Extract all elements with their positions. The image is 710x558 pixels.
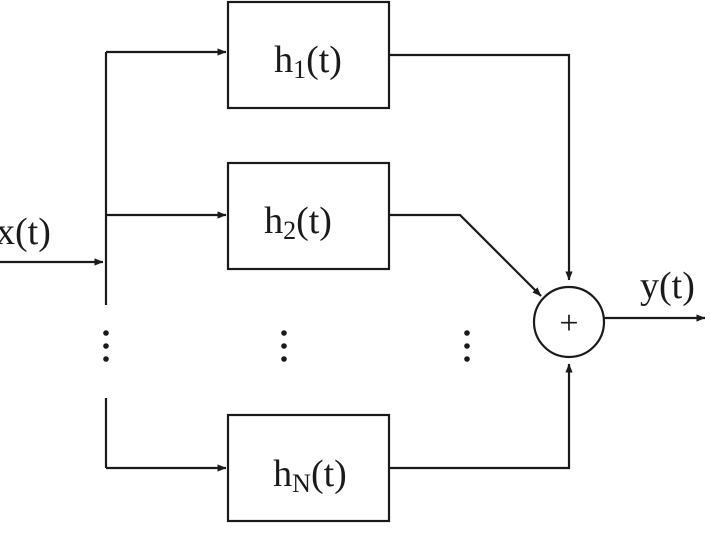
branch-n-output-wire [389, 363, 573, 470]
input-label: x(t) [0, 211, 51, 253]
summing-junction [532, 285, 606, 359]
ellipsis-filters [281, 330, 287, 362]
filter-2-label: h2(t) [264, 200, 332, 245]
output-label: y(t) [640, 265, 695, 307]
filter-block-n [226, 413, 391, 523]
filter-1-label: h1(t) [274, 39, 342, 84]
branch-1-output-wire [389, 53, 573, 281]
ellipsis-bus [103, 330, 109, 362]
branch-2-output-wire [389, 213, 542, 297]
ellipsis-outputs [464, 330, 470, 362]
filter-n-label: hN(t) [273, 453, 347, 498]
filter-block-1 [226, 0, 391, 110]
summing-junction-plus: + [559, 305, 578, 342]
